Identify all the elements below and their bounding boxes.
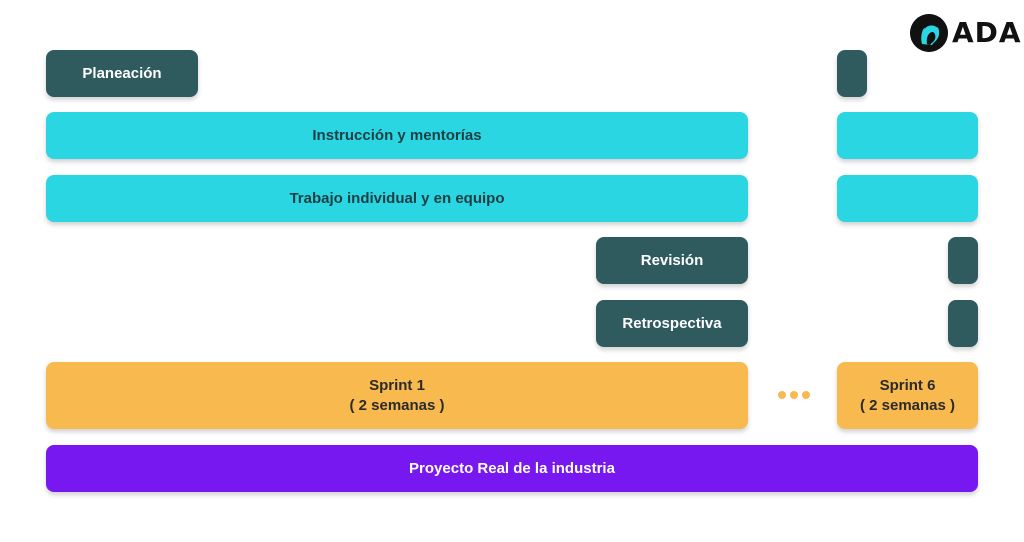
planeacion-label: Planeación — [82, 64, 162, 82]
revision-block: Revisión — [596, 237, 748, 284]
planeacion-block-sprint6 — [837, 50, 867, 97]
retrospectiva-block-sprint6 — [948, 300, 978, 347]
trabajo-block: Trabajo individual y en equipo — [46, 175, 748, 222]
ellipsis-dot — [778, 391, 786, 399]
sprint-6-duration: ( 2 semanas ) — [859, 396, 956, 414]
sprint-1-name: Sprint 1 — [369, 376, 425, 394]
ellipsis-dots — [778, 391, 810, 399]
revision-block-sprint6 — [948, 237, 978, 284]
instruccion-block: Instrucción y mentorías — [46, 112, 748, 159]
trabajo-label: Trabajo individual y en equipo — [289, 189, 505, 207]
ada-logo-text: ADA — [952, 16, 1022, 49]
ellipsis-dot — [790, 391, 798, 399]
revision-label: Revisión — [640, 251, 704, 269]
instruccion-label: Instrucción y mentorías — [312, 126, 482, 144]
ellipsis-dot — [802, 391, 810, 399]
retrospectiva-block: Retrospectiva — [596, 300, 748, 347]
retrospectiva-label: Retrospectiva — [622, 314, 722, 332]
ada-logo: ADA — [910, 14, 1022, 52]
proyecto-block: Proyecto Real de la industria — [46, 445, 978, 492]
planeacion-block: Planeación — [46, 50, 198, 97]
sprint-6-name: Sprint 6 — [879, 376, 936, 394]
sprint-6-block: Sprint 6 ( 2 semanas ) — [837, 362, 978, 429]
sprint-1-block: Sprint 1 ( 2 semanas ) — [46, 362, 748, 429]
trabajo-block-sprint6 — [837, 175, 978, 222]
instruccion-block-sprint6 — [837, 112, 978, 159]
sprint-1-duration: ( 2 semanas ) — [349, 396, 445, 414]
proyecto-label: Proyecto Real de la industria — [409, 459, 615, 477]
ada-logo-icon — [910, 14, 948, 52]
